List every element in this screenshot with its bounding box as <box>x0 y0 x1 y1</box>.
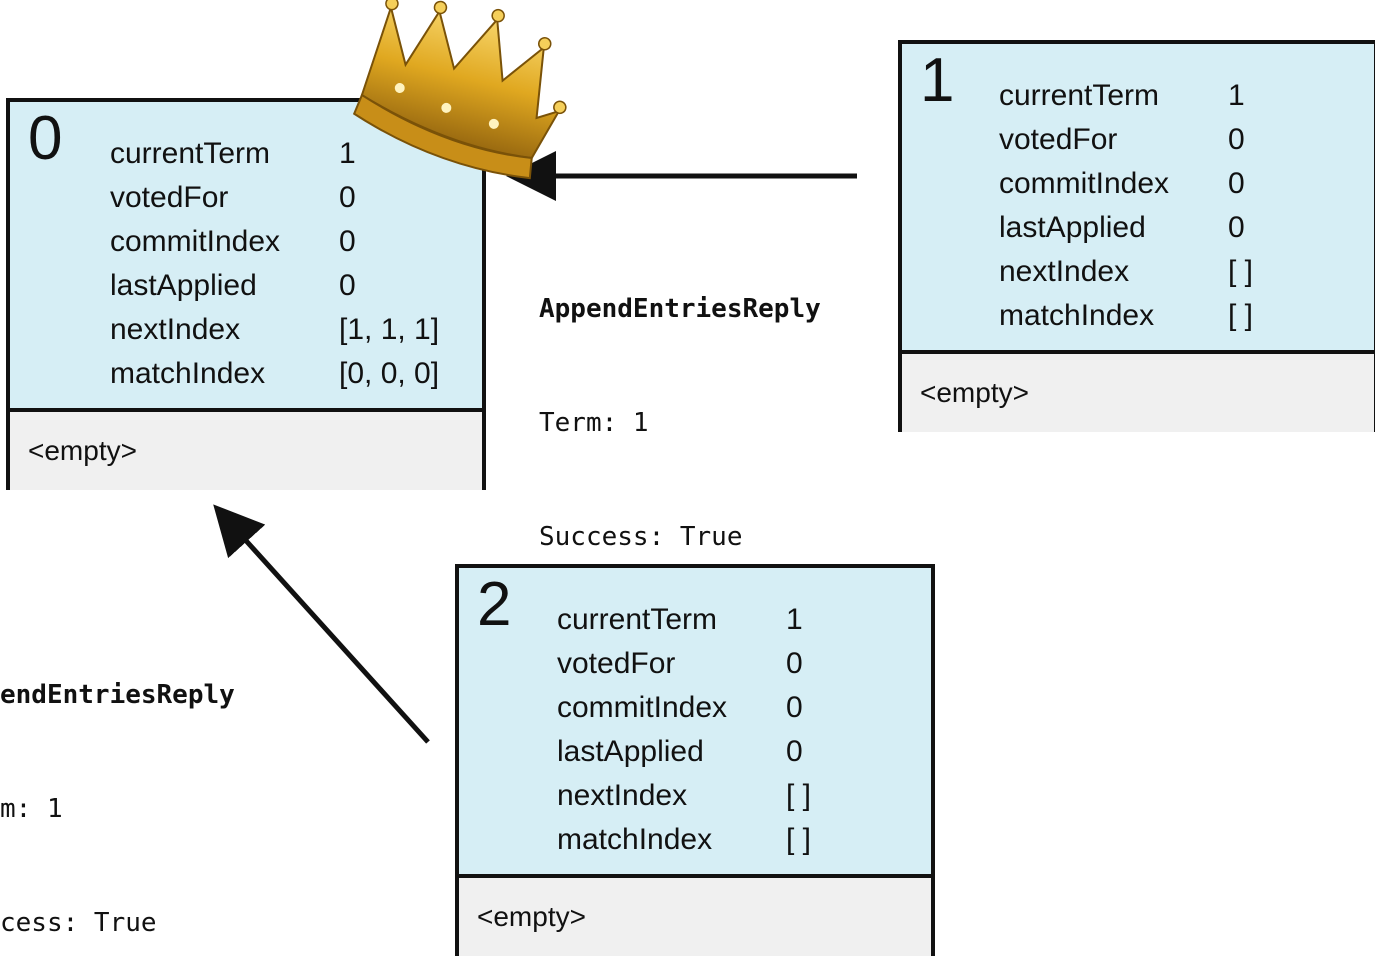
state-value: [0, 0, 0] <box>339 357 440 390</box>
state-key: nextIndex <box>999 255 1130 288</box>
diagram-overlay <box>213 0 857 744</box>
state-key: nextIndex <box>110 313 241 346</box>
state-row-next-index: nextIndex [ ] <box>557 774 811 818</box>
state-key: commitIndex <box>557 691 728 724</box>
message-success: cess: True <box>0 908 157 938</box>
state-key: currentTerm <box>999 79 1160 112</box>
message-title: AppendEntriesReply <box>539 294 821 324</box>
state-key: lastApplied <box>999 211 1146 244</box>
node-log: <empty> <box>10 412 482 490</box>
node-log: <empty> <box>459 878 931 956</box>
message-label-2-to-0: endEntriesReply m: 1 cess: True <box>0 600 235 980</box>
state-row-next-index: nextIndex [ ] <box>999 250 1253 294</box>
state-key: commitIndex <box>999 167 1170 200</box>
node-id: 1 <box>920 46 955 115</box>
state-value: [ ] <box>786 779 812 812</box>
state-value: [ ] <box>1228 255 1254 288</box>
state-value: 0 <box>339 181 356 214</box>
state-row-current-term: currentTerm 1 <box>110 132 439 176</box>
state-value: 0 <box>339 225 356 258</box>
state-key: votedFor <box>557 647 676 680</box>
state-key: votedFor <box>999 123 1118 156</box>
state-value: 1 <box>1228 79 1245 112</box>
state-row-next-index: nextIndex [1, 1, 1] <box>110 308 439 352</box>
state-row-last-applied: lastApplied 0 <box>110 264 439 308</box>
server-node-2: 2 currentTerm 1 votedFor 0 commitIndex 0 la… <box>455 564 935 956</box>
node-id: 2 <box>477 570 512 639</box>
message-term: m: 1 <box>0 794 63 824</box>
state-rows: currentTerm 1 votedFor 0 commitIndex 0 last… <box>557 598 811 862</box>
node-state-panel: 0 currentTerm 1 votedFor 0 commitIndex 0 la… <box>10 102 482 412</box>
arrow-node2-to-node0 <box>213 504 430 744</box>
state-key: currentTerm <box>557 603 718 636</box>
node-log: <empty> <box>902 354 1374 432</box>
message-success: Success: True <box>539 522 743 552</box>
state-value: 1 <box>786 603 803 636</box>
node-id: 0 <box>28 104 63 173</box>
state-row-last-applied: lastApplied 0 <box>999 206 1253 250</box>
state-value: [ ] <box>1228 299 1254 332</box>
state-rows: currentTerm 1 votedFor 0 commitIndex 0 last… <box>110 132 439 396</box>
state-value: 0 <box>1228 211 1245 244</box>
node-state-panel: 2 currentTerm 1 votedFor 0 commitIndex 0 la… <box>459 568 931 878</box>
state-value: 0 <box>1228 123 1245 156</box>
state-key: nextIndex <box>557 779 688 812</box>
server-node-1: 1 currentTerm 1 votedFor 0 commitIndex 0 la… <box>898 40 1375 432</box>
state-value: [ ] <box>786 823 812 856</box>
state-row-commit-index: commitIndex 0 <box>999 162 1253 206</box>
state-key: matchIndex <box>999 299 1155 332</box>
state-value: 0 <box>1228 167 1245 200</box>
state-key: matchIndex <box>557 823 713 856</box>
state-key: lastApplied <box>557 735 704 768</box>
crown-icon <box>352 0 567 180</box>
state-value: 0 <box>339 269 356 302</box>
state-row-match-index: matchIndex [0, 0, 0] <box>110 352 439 396</box>
state-row-match-index: matchIndex [ ] <box>999 294 1253 338</box>
state-row-current-term: currentTerm 1 <box>999 74 1253 118</box>
state-row-commit-index: commitIndex 0 <box>110 220 439 264</box>
state-row-last-applied: lastApplied 0 <box>557 730 811 774</box>
state-value: 1 <box>339 137 356 170</box>
server-node-0: 0 currentTerm 1 votedFor 0 commitIndex 0 la… <box>6 98 486 490</box>
state-value: 0 <box>786 691 803 724</box>
state-row-voted-for: votedFor 0 <box>110 176 439 220</box>
state-key: commitIndex <box>110 225 281 258</box>
state-rows: currentTerm 1 votedFor 0 commitIndex 0 last… <box>999 74 1253 338</box>
state-row-current-term: currentTerm 1 <box>557 598 811 642</box>
state-row-commit-index: commitIndex 0 <box>557 686 811 730</box>
state-key: lastApplied <box>110 269 257 302</box>
state-key: votedFor <box>110 181 229 214</box>
state-key: currentTerm <box>110 137 271 170</box>
message-term: Term: 1 <box>539 408 649 438</box>
node-state-panel: 1 currentTerm 1 votedFor 0 commitIndex 0 la… <box>902 44 1374 354</box>
state-value: [1, 1, 1] <box>339 313 440 346</box>
state-row-voted-for: votedFor 0 <box>999 118 1253 162</box>
message-label-1-to-0: AppendEntriesReply Term: 1 Success: True <box>539 214 821 594</box>
state-key: matchIndex <box>110 357 266 390</box>
state-value: 0 <box>786 735 803 768</box>
state-row-voted-for: votedFor 0 <box>557 642 811 686</box>
state-row-match-index: matchIndex [ ] <box>557 818 811 862</box>
state-value: 0 <box>786 647 803 680</box>
message-title: endEntriesReply <box>0 680 235 710</box>
